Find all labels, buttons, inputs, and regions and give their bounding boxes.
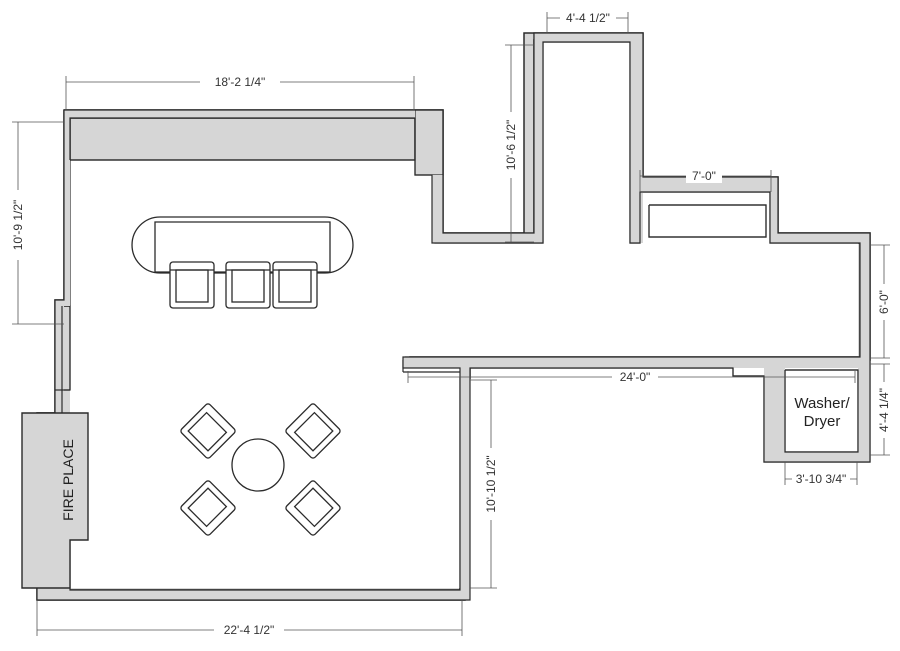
armchairs (169, 261, 318, 309)
dim-mid-width: 24'-0" (620, 370, 651, 384)
washer-label-line2: Dryer (804, 413, 841, 430)
armchair-2 (225, 261, 271, 309)
armchair-3 (272, 261, 318, 309)
round-table (231, 438, 285, 492)
dining-chair-sw (180, 480, 236, 536)
washer-label-line1: Washer/ (794, 395, 850, 412)
sofa-seat (154, 221, 331, 273)
dim-closet-depth: 10'-6 1/2" (504, 120, 518, 171)
dining-chairs (180, 403, 341, 536)
dim-laundry-width: 3'-10 3/4" (796, 472, 847, 486)
dim-bottom-width: 22'-4 1/2" (224, 623, 275, 637)
dim-laundry-height: 4'-4 1/4" (877, 388, 891, 432)
dim-closet-width: 4'-4 1/2" (566, 11, 610, 25)
dim-alcove-width: 7'-0" (692, 169, 716, 183)
dimension-lines: 18'-2 1/4" 10'-9 1/2" 4'-4 1/2" 10'-6 1/… (10, 11, 892, 637)
dining-chair-se (285, 480, 341, 536)
dim-right-height: 6'-0" (877, 290, 891, 314)
dim-lower-height: 10'-10 1/2" (484, 455, 498, 512)
dim-left-height: 10'-9 1/2" (11, 200, 25, 251)
armchair-1 (169, 261, 215, 309)
dining-chair-ne (285, 403, 341, 459)
sofa (131, 216, 354, 274)
dining-chair-nw (180, 403, 236, 459)
dim-top-width: 18'-2 1/4" (215, 75, 266, 89)
washer-dryer: Washer/ Dryer (794, 395, 850, 430)
fireplace-label: FIRE PLACE (60, 439, 76, 521)
fireplace: FIRE PLACE (21, 412, 89, 589)
